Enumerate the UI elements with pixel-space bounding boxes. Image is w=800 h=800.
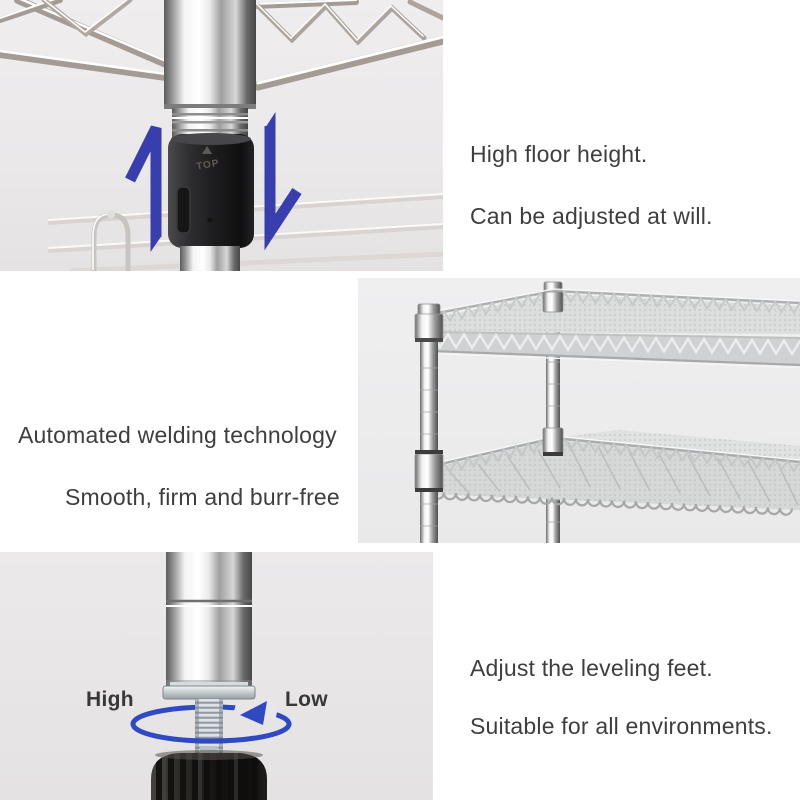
wire-shelves-illustration bbox=[358, 278, 800, 543]
down-arrow-icon bbox=[264, 112, 302, 251]
rotation-arrow-head bbox=[240, 701, 267, 725]
caption-line: Automated welding technology bbox=[18, 422, 337, 448]
label-low: Low bbox=[285, 688, 328, 711]
photo-wire-shelves bbox=[358, 278, 800, 543]
caption-line: Adjust the leveling feet. bbox=[470, 655, 713, 681]
front-pole bbox=[414, 303, 444, 543]
back-pole-sleeves bbox=[542, 291, 564, 456]
label-high: High bbox=[86, 688, 134, 711]
photo-leveling-foot: High Low bbox=[0, 552, 433, 800]
top-shelf bbox=[430, 288, 800, 369]
caption-line: Smooth, firm and burr-free bbox=[65, 484, 340, 510]
caption-line: High floor height. bbox=[470, 141, 648, 167]
caption-leveling-feet: Adjust the leveling feet. Suitable for a… bbox=[470, 656, 773, 739]
up-arrow-icon bbox=[125, 125, 162, 252]
leveling-foot bbox=[151, 750, 267, 800]
pole bbox=[166, 552, 252, 688]
top-shelf-front-zigzag bbox=[551, 289, 800, 315]
collar-slot bbox=[176, 186, 191, 234]
basket-side-zigzag bbox=[431, 437, 553, 477]
basket-front-zigzag bbox=[551, 437, 800, 473]
basket-shelf bbox=[430, 435, 800, 516]
photo-height-adjuster: TOP bbox=[0, 0, 443, 271]
leveling-foot-illustration bbox=[0, 552, 433, 800]
collar-up-arrow-icon bbox=[202, 146, 212, 154]
rotation-arrow-icon bbox=[130, 721, 292, 744]
top-shelf-side-zigzag bbox=[431, 290, 553, 325]
pole-lower bbox=[180, 246, 240, 271]
collar-top-label: TOP bbox=[195, 158, 220, 173]
caption-welding: Automated welding technology Smooth, fir… bbox=[15, 423, 340, 510]
caption-floor-height: High floor height. Can be adjusted at wi… bbox=[470, 142, 713, 229]
caption-line: Suitable for all environments. bbox=[470, 713, 773, 739]
top-right-shelf-wires bbox=[251, 0, 443, 91]
adjuster-collar: TOP bbox=[168, 133, 254, 248]
caption-line: Can be adjusted at will. bbox=[470, 203, 713, 229]
pole-upper bbox=[164, 0, 256, 138]
basket-scalloped-edge bbox=[430, 491, 794, 516]
top-left-shelf-wires bbox=[0, 0, 170, 81]
height-adjuster-illustration: TOP bbox=[0, 0, 443, 271]
